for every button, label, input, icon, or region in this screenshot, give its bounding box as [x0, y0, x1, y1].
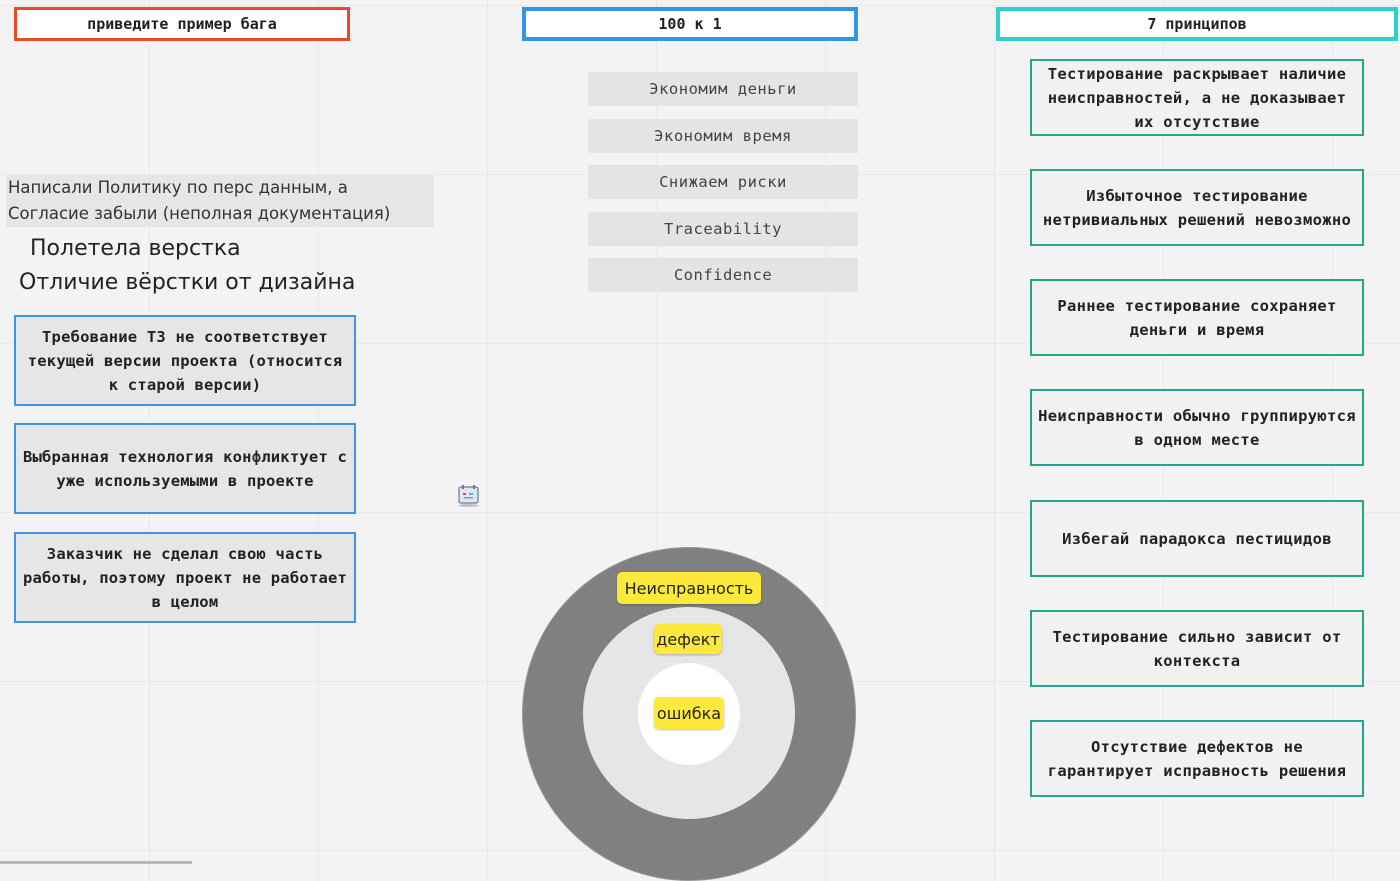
horizontal-scrollbar[interactable] [0, 861, 192, 864]
text-layout-vs-design[interactable]: Отличие вёрстки от дизайна [19, 270, 356, 295]
frame-title-bug-example[interactable]: приведите пример бага [14, 7, 350, 41]
principle-card-3[interactable]: Раннее тестирование сохраняет деньги и в… [1030, 279, 1364, 356]
benefit-confidence[interactable]: Confidence [588, 258, 858, 292]
principle-card-2[interactable]: Избыточное тестирование нетривиальных ре… [1030, 169, 1364, 246]
principle-card-1[interactable]: Тестирование раскрывает наличие неисправ… [1030, 59, 1364, 136]
principle-card-7[interactable]: Отсутствие дефектов не гарантирует испра… [1030, 720, 1364, 797]
frame-title-100-to-1[interactable]: 100 к 1 [522, 7, 858, 41]
bug-card-customer[interactable]: Заказчик не сделал свою часть работы, по… [14, 532, 356, 623]
benefit-save-money[interactable]: Экономим деньги [588, 72, 858, 106]
principle-card-4[interactable]: Неисправности обычно группируются в одно… [1030, 389, 1364, 466]
tag-error[interactable]: ошибка [654, 697, 724, 729]
principle-card-5[interactable]: Избегай парадокса пестицидов [1030, 500, 1364, 577]
tag-fault[interactable]: Неисправность [617, 572, 761, 604]
sticky-note-policy[interactable]: Написали Политику по перс данным, а Согл… [6, 175, 434, 227]
tag-defect[interactable]: дефект [654, 624, 722, 654]
text-layout-broken[interactable]: Полетела верстка [30, 236, 241, 261]
benefit-save-time[interactable]: Экономим время [588, 119, 858, 153]
benefit-reduce-risks[interactable]: Снижаем риски [588, 165, 858, 199]
sticky-note-icon[interactable] [456, 484, 482, 508]
bug-card-technology[interactable]: Выбранная технология конфликтует с уже и… [14, 423, 356, 514]
principle-card-6[interactable]: Тестирование сильно зависит от контекста [1030, 610, 1364, 687]
benefit-traceability[interactable]: Traceability [588, 212, 858, 246]
bug-card-requirement[interactable]: Требование ТЗ не соответствует текущей в… [14, 315, 356, 406]
frame-title-7-principles[interactable]: 7 принципов [996, 7, 1398, 41]
